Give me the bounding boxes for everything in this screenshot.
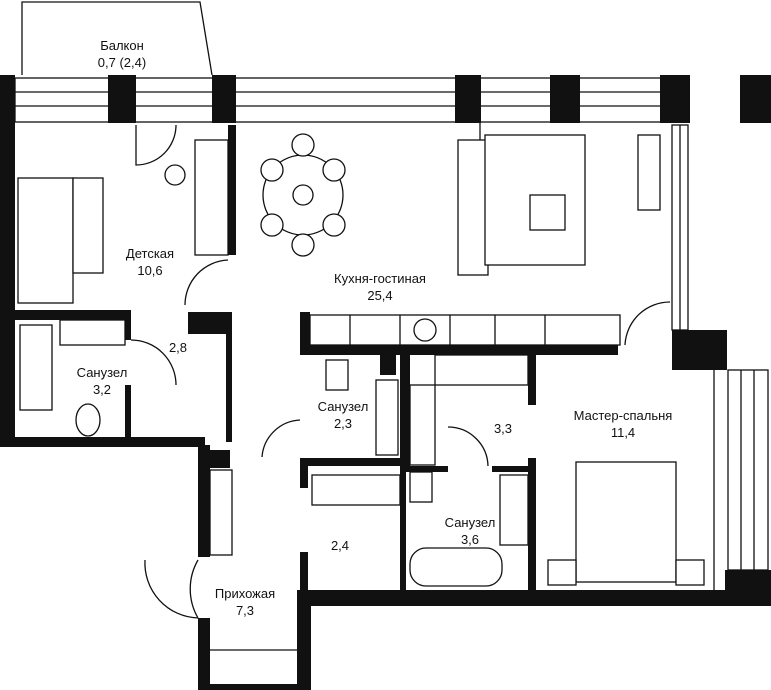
kids-name: Детская — [126, 246, 174, 261]
balcony-outline — [21, 1, 213, 76]
bath1-name: Санузел — [77, 365, 128, 380]
closet2-area: 3,3 — [494, 421, 512, 436]
bathtub-3 — [409, 547, 503, 587]
bath3-name: Санузел — [445, 515, 496, 530]
balcony-name: Балкон — [100, 38, 144, 53]
bath2-name: Санузел — [318, 399, 369, 414]
kitchen-name: Кухня-гостиная — [334, 271, 426, 286]
bath2-area: 2,3 — [334, 416, 352, 431]
sofa — [457, 139, 489, 276]
kids-area: 10,6 — [137, 263, 162, 278]
master-name: Мастер-спальня — [574, 408, 673, 423]
bathtub-1 — [19, 324, 53, 411]
kitchen-area: 25,4 — [367, 288, 392, 303]
doors — [130, 124, 671, 619]
bath3-area: 3,6 — [461, 532, 479, 547]
furniture — [17, 133, 705, 651]
closet3-area: 2,4 — [331, 538, 349, 553]
master-area: 11,4 — [611, 425, 635, 440]
hall-area: 7,3 — [236, 603, 254, 618]
master-bed — [575, 461, 677, 583]
kids-bed — [17, 177, 74, 304]
kitchen-counter — [309, 314, 621, 346]
bath1-area: 3,2 — [93, 382, 111, 397]
walls — [0, 75, 771, 690]
right-windows — [671, 124, 769, 590]
closet1-area: 2,8 — [169, 340, 187, 355]
hall-name: Прихожая — [215, 586, 275, 601]
room-labels: Балкон 0,7 (2,4) Детская 10,6 Кухня-гост… — [77, 38, 673, 618]
desk — [194, 139, 229, 256]
balcony-area: 0,7 (2,4) — [98, 55, 146, 70]
